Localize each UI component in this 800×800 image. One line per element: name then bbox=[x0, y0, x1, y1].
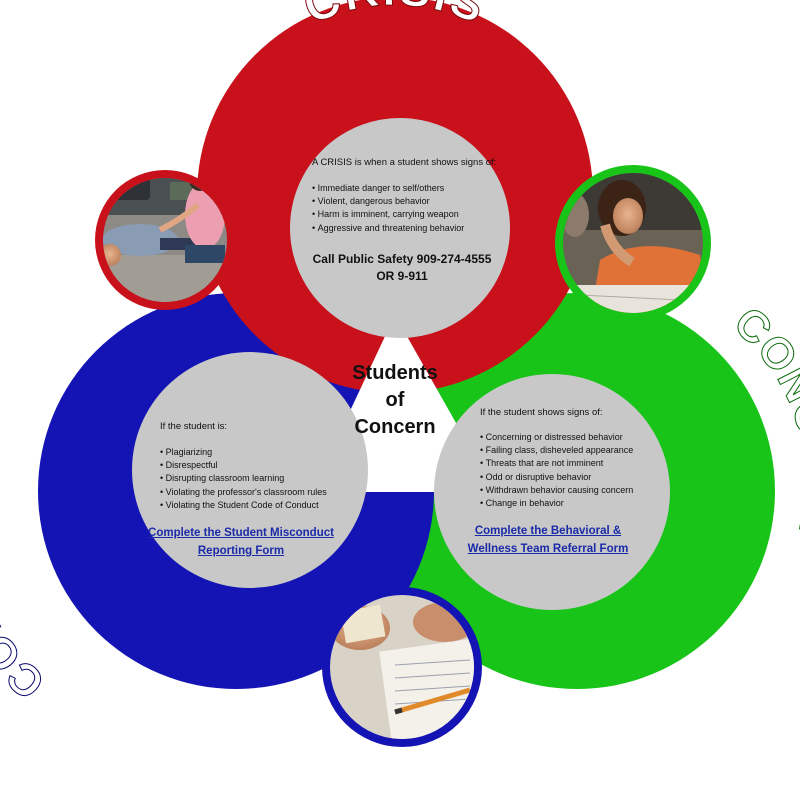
conduct-panel: If the student is: Plagiarizing Disrespe… bbox=[148, 421, 350, 560]
conduct-link-line1: Complete the Student Misconduct bbox=[148, 527, 334, 540]
conduct-intro: If the student is: bbox=[160, 421, 228, 432]
list-item: Change in behavior bbox=[480, 497, 670, 510]
crisis-panel: A CRISIS is when a student shows signs o… bbox=[312, 157, 502, 285]
list-item: Threats that are not imminent bbox=[480, 457, 670, 470]
crisis-intro: A CRISIS is when a student shows signs o… bbox=[312, 157, 497, 168]
center-title-line1: Students bbox=[352, 362, 438, 384]
list-item: Failing class, disheveled appearance bbox=[480, 444, 670, 457]
concern-panel: If the student shows signs of: Concernin… bbox=[468, 407, 670, 558]
center-title-line2: of bbox=[385, 389, 405, 411]
concern-link-line2: Wellness Team Referral Form bbox=[467, 543, 629, 556]
photo-cheating-note bbox=[322, 587, 482, 747]
list-item: Aggressive and threatening behavior bbox=[312, 222, 502, 235]
photo-distressed-student bbox=[555, 165, 711, 321]
list-item: Concerning or distressed behavior bbox=[480, 431, 670, 444]
list-item: Violating the professor's classroom rule… bbox=[160, 486, 350, 499]
center-title: Students of Concern bbox=[330, 360, 460, 441]
list-item: Plagiarizing bbox=[160, 446, 350, 459]
concern-intro: If the student shows signs of: bbox=[480, 407, 603, 418]
crisis-call-line1: Call Public Safety 909-274-4555 bbox=[312, 251, 492, 266]
list-item: Withdrawn behavior causing concern bbox=[480, 484, 670, 497]
list-item: Disrupting classroom learning bbox=[160, 472, 350, 485]
list-item: Violating the Student Code of Conduct bbox=[160, 499, 350, 512]
list-item: Disrespectful bbox=[160, 459, 350, 472]
photo-injured-student bbox=[95, 170, 235, 310]
conduct-bullet-list: Plagiarizing Disrespectful Disrupting cl… bbox=[160, 446, 350, 512]
crisis-bullet-list: Immediate danger to self/others Violent,… bbox=[312, 182, 502, 235]
crisis-call-line2: OR 9-911 bbox=[376, 268, 428, 283]
list-item: Immediate danger to self/others bbox=[312, 182, 502, 195]
crisis-call-info: Call Public Safety 909-274-4555 OR 9-911 bbox=[304, 251, 500, 285]
concern-bullet-list: Concerning or distressed behavior Failin… bbox=[480, 431, 670, 510]
conduct-link-line2: Reporting Form bbox=[197, 545, 285, 558]
list-item: Odd or disruptive behavior bbox=[480, 471, 670, 484]
list-item: Violent, dangerous behavior bbox=[312, 195, 502, 208]
behavioral-wellness-referral-form-link[interactable]: Complete the Behavioral & Wellness Team … bbox=[440, 522, 656, 558]
list-item: Harm is imminent, carrying weapon bbox=[312, 208, 502, 221]
concern-link-line1: Complete the Behavioral & bbox=[474, 525, 622, 538]
student-misconduct-form-link[interactable]: Complete the Student Misconduct Reportin… bbox=[133, 524, 349, 560]
center-title-line3: Concern bbox=[354, 416, 436, 438]
